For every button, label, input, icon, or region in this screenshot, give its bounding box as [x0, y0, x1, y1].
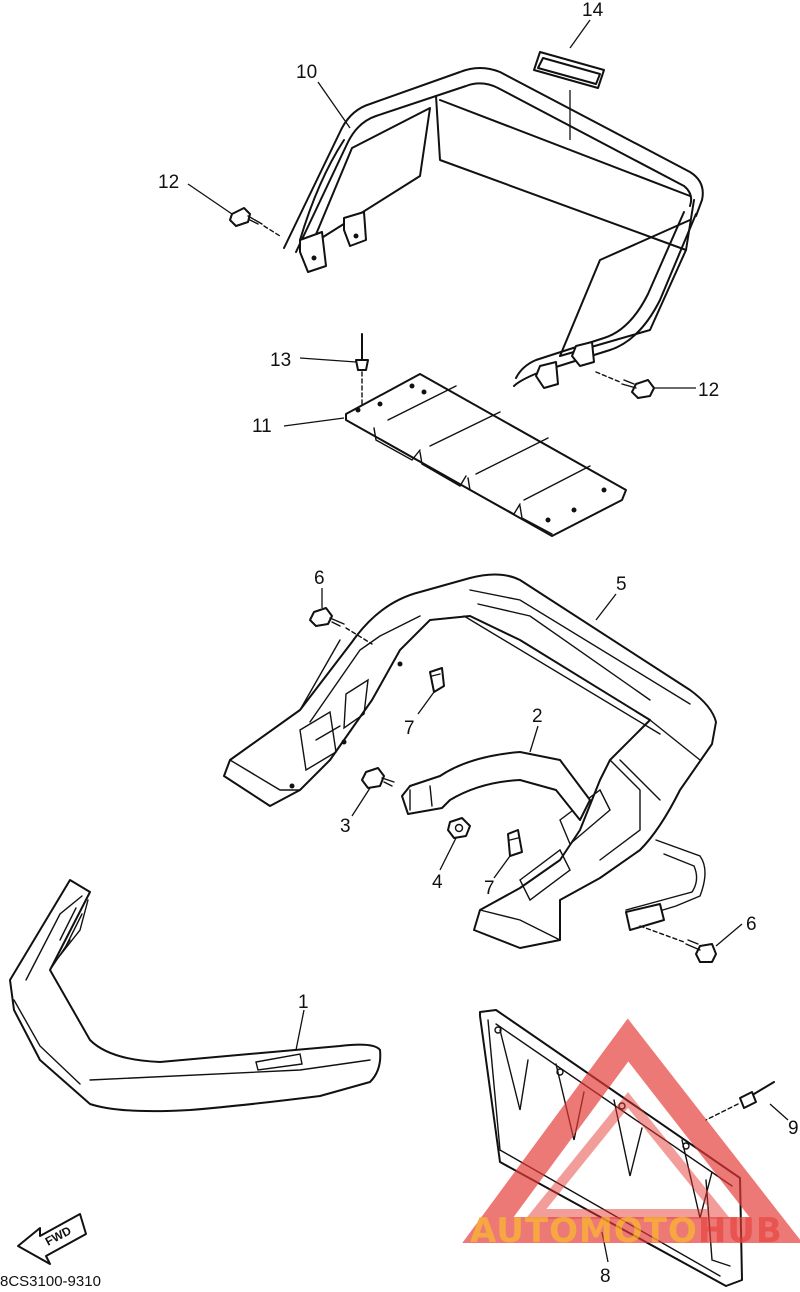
- callout-14: 14: [582, 0, 604, 21]
- callout-7-lower: 7: [484, 878, 495, 899]
- part-10-rear-rack: [283, 67, 704, 389]
- automotohub-watermark: AUTOMOTOHUB: [462, 1018, 800, 1251]
- watermark-triangle-logo: [462, 1018, 800, 1243]
- callout-12-right: 12: [698, 380, 719, 401]
- callout-4: 4: [432, 872, 443, 893]
- callout-9: 9: [788, 1118, 799, 1139]
- callout-11: 11: [252, 416, 272, 437]
- part-7-clip-upper: [429, 667, 445, 693]
- callout-12-left: 12: [158, 172, 179, 193]
- callout-7-upper: 7: [404, 718, 415, 739]
- callout-13: 13: [270, 350, 291, 371]
- callout-labels: 14 10 12 12 13 11 6 5 7 2 3 4 7 6 1 9 8: [158, 0, 799, 1287]
- part-3-bolt: [361, 767, 395, 789]
- part-7-clip-lower: [507, 829, 523, 857]
- part-12-bolt-right: [595, 371, 655, 399]
- part-4-nut: [447, 817, 471, 839]
- part-9-rivet: [705, 1081, 775, 1121]
- part-2-bracket: [401, 751, 591, 821]
- callout-5: 5: [616, 574, 627, 595]
- callout-6-lower: 6: [746, 914, 757, 935]
- callout-8: 8: [600, 1266, 611, 1287]
- callout-1: 1: [298, 992, 309, 1013]
- fwd-arrow-icon: FWD: [17, 1213, 87, 1265]
- callout-10: 10: [296, 62, 317, 83]
- leader-lines: [187, 19, 789, 1263]
- part-12-bolt-left: [229, 207, 281, 237]
- part-6-bolt-upper: [309, 607, 373, 645]
- diagram-code: 8CS3100-9310: [0, 1273, 101, 1290]
- part-1-front-bumper: [9, 879, 382, 1113]
- callout-2: 2: [532, 706, 543, 727]
- part-11-plate: [345, 373, 627, 537]
- part-6-bolt-lower: [639, 925, 717, 963]
- part-5-rear-fender: [223, 573, 717, 949]
- part-14-decal: [533, 51, 605, 89]
- callout-3: 3: [340, 816, 351, 837]
- watermark-brand: AUTOMOTOHUB: [470, 1211, 783, 1251]
- part-13-rivet: [355, 333, 369, 411]
- callout-6-upper: 6: [314, 568, 325, 589]
